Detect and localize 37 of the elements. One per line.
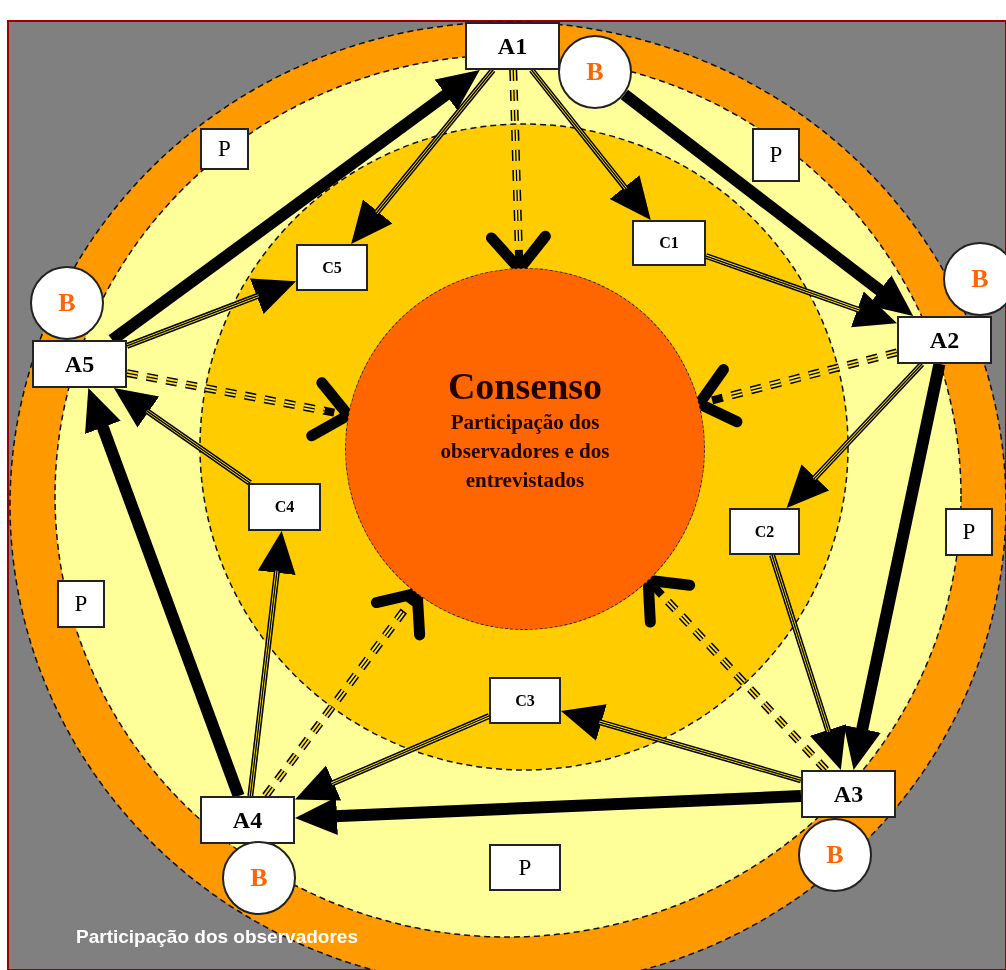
node-label: P <box>74 591 88 617</box>
category-box <box>296 244 368 291</box>
p-box <box>752 128 800 182</box>
node-label: B <box>826 840 844 870</box>
node-label: A5 <box>64 350 95 378</box>
node-label: A4 <box>232 806 263 834</box>
node-label: P <box>518 854 532 881</box>
actor-box <box>200 796 295 844</box>
category-box <box>489 677 561 724</box>
p-box <box>945 508 993 556</box>
node-label: P <box>962 519 976 545</box>
p-box <box>57 580 105 628</box>
actor-box <box>465 22 560 70</box>
node-label: C2 <box>754 522 775 541</box>
category-box <box>248 483 321 531</box>
p-box <box>200 128 249 170</box>
actor-box <box>897 316 992 364</box>
node-label: B <box>58 288 76 318</box>
node-label: C3 <box>515 691 535 710</box>
actor-box <box>801 770 896 818</box>
node-label: B <box>586 57 604 87</box>
center-subtitle: Participação dos observadores e dos entrevistados <box>439 408 611 494</box>
center-title: Consenso <box>447 363 603 408</box>
p-box <box>489 844 561 891</box>
node-label: P <box>218 136 231 162</box>
node-label: A1 <box>497 32 528 60</box>
node-label: P <box>769 142 783 168</box>
node-label: B <box>971 264 989 294</box>
actor-box <box>32 340 127 388</box>
node-label: C1 <box>659 234 679 252</box>
node-label: C5 <box>322 258 342 277</box>
node-label: B <box>250 863 268 893</box>
node-label: A2 <box>929 326 960 354</box>
node-label: A3 <box>833 780 864 808</box>
category-box <box>632 220 706 266</box>
node-label: C4 <box>274 498 295 516</box>
category-box <box>729 508 800 555</box>
